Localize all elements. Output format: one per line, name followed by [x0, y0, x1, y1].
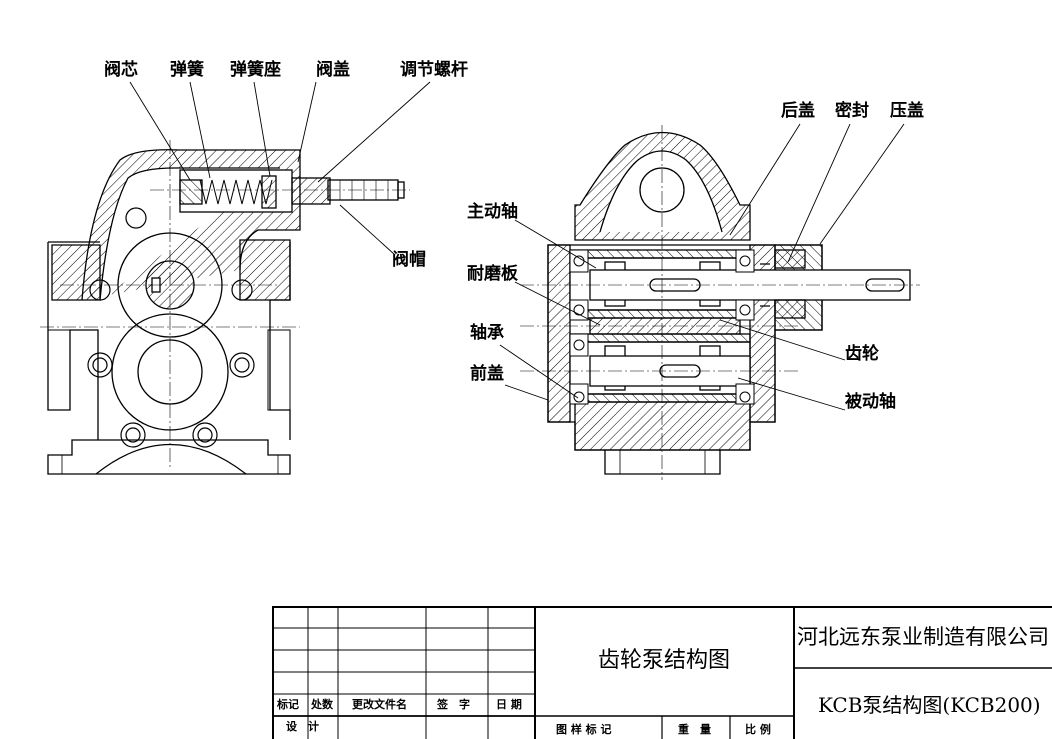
title-block-grid [272, 606, 1052, 739]
label-front-cover: 前盖 [470, 364, 504, 384]
label-gland: 压盖 [890, 101, 924, 121]
label-valve-cap: 阀帽 [392, 250, 426, 270]
right-section-view [499, 123, 920, 480]
label-spring-seat: 弹簧座 [230, 60, 281, 80]
company-name: 河北远东泵业制造有限公司 [797, 625, 1049, 649]
tb-col-scale: 比 例 [745, 723, 771, 736]
label-driven-shaft: 被动轴 [845, 392, 896, 412]
tb-col-pattern-mark: 图 样 标 记 [556, 723, 612, 736]
tb-col-mark: 标记 [277, 698, 299, 711]
tb-col-change-doc: 更改文件名 [352, 698, 407, 711]
label-drive-shaft: 主动轴 [467, 202, 518, 222]
label-gear: 齿轮 [845, 344, 879, 364]
drawing-title: 齿轮泵结构图 [598, 648, 731, 673]
left-side-view [40, 81, 431, 475]
tb-col-date: 日 期 [496, 698, 522, 711]
label-rear-cover: 后盖 [781, 101, 815, 121]
label-bearing: 轴承 [470, 323, 504, 343]
tb-col-signature: 签 字 [437, 698, 470, 711]
spring-coils [199, 179, 273, 205]
tb-col-weight: 重 量 [678, 723, 711, 736]
label-wear-plate: 耐磨板 [467, 264, 518, 284]
drawing-number: KCB泵结构图(KCB200) [818, 693, 1041, 717]
label-valve-core: 阀芯 [104, 60, 138, 80]
tb-col-count: 处数 [311, 698, 333, 711]
label-adjust-screw: 调节螺杆 [400, 60, 468, 80]
tb-row-design: 设 计 [286, 720, 319, 733]
label-valve-cover: 阀盖 [316, 60, 350, 80]
left-base [47, 439, 291, 475]
label-spring: 弹簧 [170, 60, 204, 80]
label-seal: 密封 [835, 101, 869, 121]
